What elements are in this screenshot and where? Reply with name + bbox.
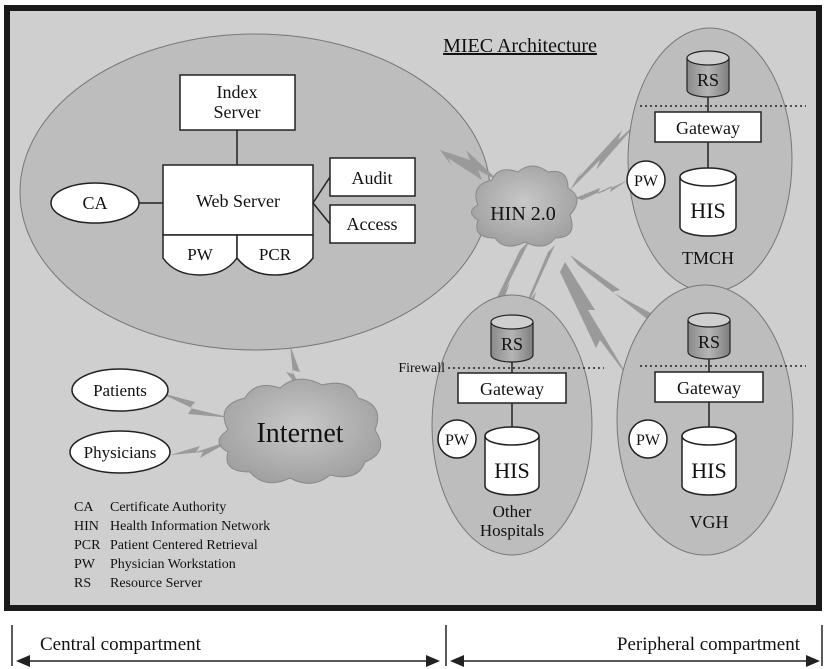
vgh-gateway-box [654, 371, 764, 403]
vgh-pw-label: PW [636, 432, 661, 449]
access-box [329, 204, 416, 244]
hin-label: HIN 2.0 [490, 203, 556, 225]
access-label: Access [347, 214, 398, 234]
legend-abbr-1: HIN [74, 519, 99, 534]
other-gateway-label: Gateway [480, 379, 544, 399]
other-his-label: HIS [494, 458, 529, 483]
audit-access-connector [312, 176, 331, 225]
vgh-ellipse [616, 284, 794, 556]
other-name-line2: Hospitals [480, 521, 544, 540]
peripheral-arrow-head-right [806, 655, 820, 667]
internet-cloud [218, 378, 382, 484]
hospital-tmch: RS Gateway HIS PW TMCH [626, 27, 806, 293]
legend-abbr-0: CA [74, 500, 94, 515]
index-server-label-line1: Index [217, 82, 258, 102]
tmch-his-top [679, 167, 737, 187]
tmch-pw-label: PW [634, 173, 659, 190]
legend-abbr-2: PCR [74, 538, 101, 553]
tmch-rs-label: RS [697, 70, 719, 90]
link-central-internet [286, 345, 302, 392]
pcr-tab-label: PCR [259, 245, 292, 264]
other-rs-top [490, 314, 534, 330]
central-arrow-head-left [16, 655, 30, 667]
web-server-label: Web Server [196, 191, 280, 211]
vgh-gateway-label: Gateway [677, 378, 741, 398]
hospital-other: Firewall RS Gateway HIS PW Other Hospita… [398, 294, 604, 556]
vgh-his-cylinder [681, 436, 737, 496]
link-pw-hin [575, 180, 628, 200]
patients-node [71, 368, 169, 412]
legend: CA Certificate Authority HIN Health Info… [74, 500, 270, 591]
hin-cloud [471, 165, 578, 247]
legend-text-3: Physician Workstation [110, 557, 236, 572]
other-his-cylinder [484, 436, 540, 496]
tmch-his-cylinder [679, 177, 737, 237]
link-hin-vgh2 [560, 262, 630, 380]
other-pw-label: PW [445, 432, 470, 449]
audit-label: Audit [351, 168, 392, 188]
legend-text-4: Resource Server [110, 576, 202, 591]
tmch-pw-node [626, 160, 666, 200]
audit-box [329, 157, 416, 197]
tmch-rs-top [686, 50, 730, 66]
vgh-his-label: HIS [691, 458, 726, 483]
link-physicians-internet [170, 440, 232, 458]
diagram-title: MIEC Architecture [443, 35, 597, 57]
compartment-markers: Central compartment Peripheral compartme… [11, 625, 823, 667]
link-patients-internet [158, 392, 232, 418]
pw-tab-label: PW [187, 245, 213, 264]
pw-tab [162, 234, 238, 276]
index-server-box [179, 74, 296, 131]
physicians-node [69, 430, 171, 474]
internet-label: Internet [256, 418, 343, 449]
vgh-pw-node [628, 419, 668, 459]
other-gateway-box [457, 372, 567, 404]
other-pw-node [437, 419, 477, 459]
vgh-name: VGH [690, 512, 729, 532]
legend-abbr-3: PW [74, 557, 96, 572]
patients-label: Patients [93, 381, 147, 400]
legend-text-2: Patient Centered Retrieval [110, 538, 258, 553]
vgh-his-top [681, 426, 737, 446]
index-server-label-line2: Server [214, 102, 261, 122]
physicians-label: Physicians [84, 443, 157, 462]
legend-abbr-4: RS [74, 576, 91, 591]
tmch-gateway-label: Gateway [676, 118, 740, 138]
tmch-gateway-box [654, 111, 762, 143]
link-hin-tmch [570, 120, 640, 190]
pcr-tab [236, 234, 314, 276]
hospital-vgh: RS Gateway HIS PW VGH [616, 284, 806, 556]
network-links [158, 120, 700, 458]
central-compartment-label: Central compartment [40, 634, 202, 655]
firewall-label: Firewall [398, 361, 445, 376]
peripheral-compartment-label: Peripheral compartment [617, 634, 801, 655]
vgh-rs-label: RS [698, 332, 720, 352]
legend-text-1: Health Information Network [110, 519, 270, 534]
other-his-top [484, 426, 540, 446]
link-central-hin [440, 150, 500, 182]
other-rs-label: RS [501, 334, 523, 354]
vgh-rs-top [687, 312, 731, 328]
peripheral-arrow-head-left [450, 655, 464, 667]
central-arrow-head-right [426, 655, 440, 667]
other-name-line1: Other [493, 502, 532, 521]
tmch-his-label: HIS [690, 198, 725, 223]
web-server-box [162, 164, 314, 236]
ca-label: CA [82, 193, 107, 213]
legend-text-0: Certificate Authority [110, 500, 226, 515]
tmch-name: TMCH [682, 248, 734, 268]
